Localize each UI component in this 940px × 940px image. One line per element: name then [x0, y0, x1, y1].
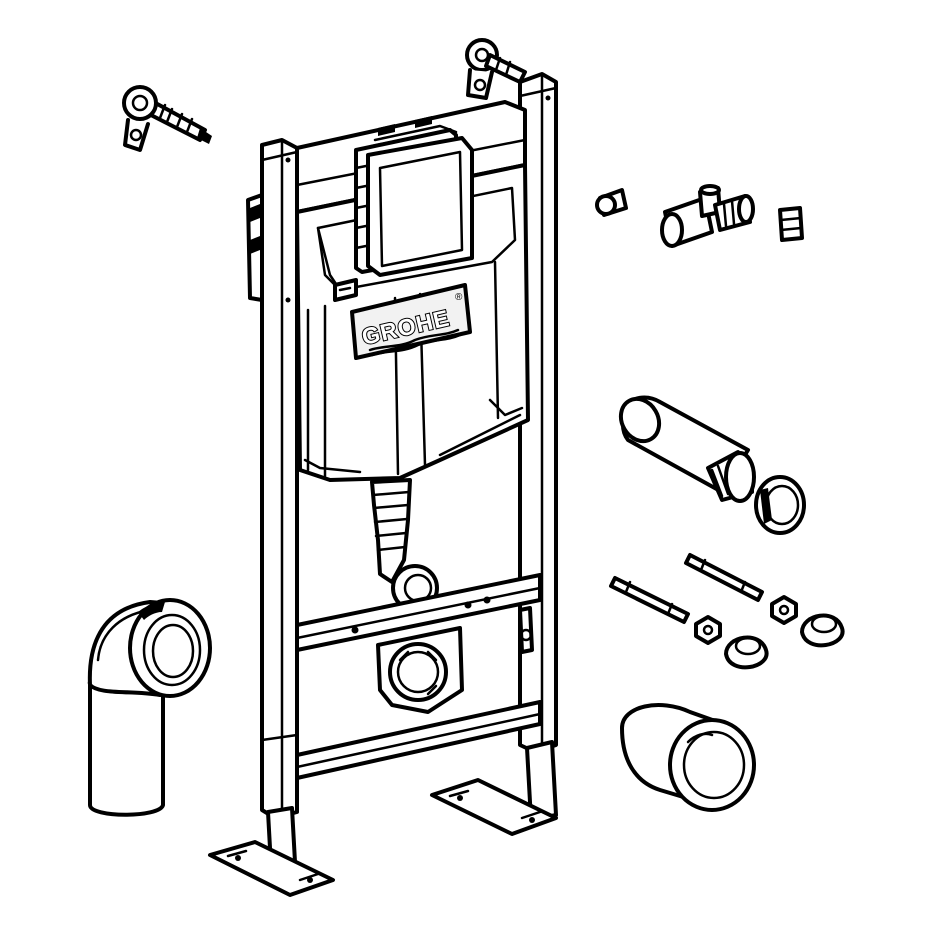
frame-left-upright	[260, 138, 299, 886]
wall-anchor-bolt-left	[122, 85, 212, 152]
wall-anchor-bolt-top	[465, 38, 527, 100]
flush-actuator-box	[354, 116, 474, 277]
hex-nut-right	[770, 595, 798, 625]
cover-cap-left	[724, 635, 769, 670]
supply-hose-with-angle-valve	[595, 94, 804, 248]
cover-cap-right	[800, 613, 845, 648]
rubber-seal-ring	[754, 475, 806, 535]
hex-nut-left	[694, 615, 722, 645]
frame-right-upright	[518, 72, 558, 822]
foot-plate-right	[430, 778, 558, 836]
brand-logo-mark: ®	[455, 292, 463, 303]
flush-pipe	[370, 478, 439, 612]
brand-logo-plaque: GROHE ®	[350, 283, 472, 360]
pan-connector-bracket	[376, 626, 464, 714]
pan-connector-sleeve	[620, 703, 756, 812]
flush-bend-pipe	[618, 395, 756, 503]
foot-plate-left	[208, 840, 335, 897]
wc-bend-pipe	[87, 598, 212, 817]
fixing-stud-left	[609, 576, 690, 624]
frame-upper-crossbar	[295, 573, 542, 654]
fixing-stud-right	[684, 553, 764, 602]
frame-lower-crossbar	[295, 700, 542, 780]
